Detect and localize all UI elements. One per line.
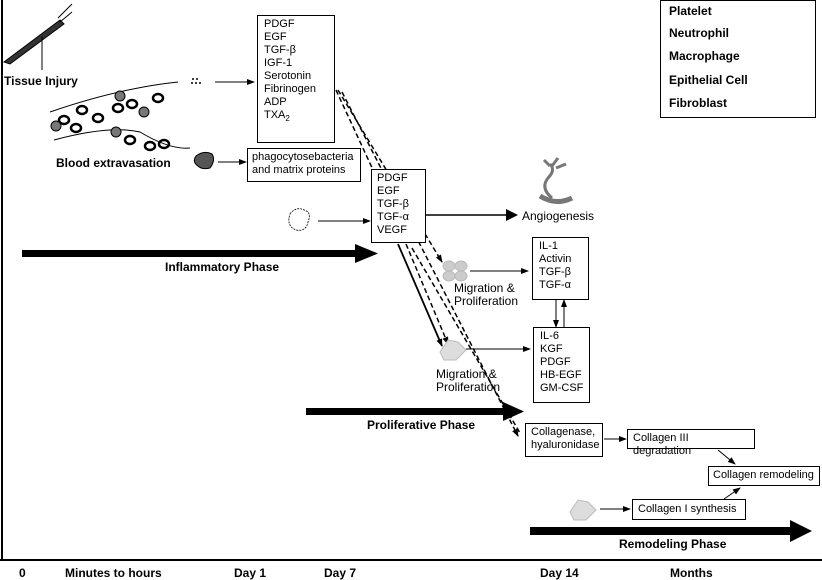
legend-item-macrophage: Macrophage bbox=[669, 49, 740, 63]
tissue-injury-label: Tissue Injury bbox=[4, 74, 78, 88]
legend-item-epithelial-cell: Epithelial Cell bbox=[669, 73, 748, 87]
dashed-platelet-to-collagenase bbox=[341, 91, 519, 437]
legend-item-fibroblast: Fibroblast bbox=[669, 96, 728, 110]
legend-item-platelet: Platelet bbox=[669, 4, 712, 18]
timeline-label-minutes: Minutes to hours bbox=[65, 566, 162, 580]
epithelial-migration-label: Migration & Proliferation bbox=[454, 282, 518, 308]
factor: TXA bbox=[264, 109, 286, 121]
factor: Fibrinogen bbox=[264, 83, 316, 95]
factor: PDGF bbox=[264, 18, 295, 30]
factor: HB-EGF bbox=[540, 369, 582, 381]
dashed-macrophage-to-collagenase bbox=[411, 247, 521, 434]
factor: TGF-β bbox=[264, 44, 296, 56]
neutrophil-icon bbox=[193, 151, 215, 170]
factor: EGF bbox=[377, 185, 400, 197]
factor: TGF-β bbox=[377, 198, 409, 210]
action-line: phagocytosebacteria bbox=[252, 151, 354, 163]
factor: ADP bbox=[264, 96, 287, 108]
collagen-remodeling-box: Collagen remodeling bbox=[708, 466, 820, 486]
remodeling-phase-label: Remodeling Phase bbox=[619, 537, 727, 551]
fibroblast-factors-box: IL-6 KGF PDGF HB-EGF GM-CSF bbox=[533, 327, 590, 403]
proliferative-phase-label: Proliferative Phase bbox=[367, 418, 476, 432]
proliferation-line: Proliferation bbox=[454, 294, 519, 308]
timeline-label-months: Months bbox=[670, 566, 713, 580]
angiogenesis-label: Angiogenesis bbox=[522, 209, 595, 223]
epithelial-cell-icon bbox=[442, 260, 468, 282]
action-line: and matrix proteins bbox=[252, 164, 346, 176]
blood-vessel-icon bbox=[49, 81, 191, 152]
factor-txa2: TXA2 bbox=[264, 109, 328, 125]
epithelial-factors-box: IL-1 Activin TGF-β TGF-α bbox=[532, 237, 589, 300]
factor: IGF-1 bbox=[264, 57, 293, 69]
inflammatory-phase-arrow bbox=[22, 244, 378, 263]
factor: TGF-α bbox=[377, 211, 410, 223]
solid-macrophage-to-fibroblast bbox=[397, 243, 443, 347]
factor: Activin bbox=[539, 253, 572, 265]
collagenase-box: Collagenase, hyaluronidase bbox=[525, 423, 603, 457]
timeline-label-day14: Day 14 bbox=[540, 566, 579, 580]
proliferation-line: Proliferation bbox=[436, 380, 501, 394]
fibroblast-icon bbox=[439, 339, 467, 361]
neutrophil-action-box: phagocytosebacteria and matrix proteins bbox=[247, 148, 361, 182]
blood-extravasation-label: Blood extravasation bbox=[56, 156, 171, 170]
platelet-factors-box: PDGF EGF TGF-β IGF-1 Serotonin Fibrinoge… bbox=[257, 15, 335, 143]
collagenase-line: hyaluronidase bbox=[531, 439, 600, 451]
factor: TGF-β bbox=[539, 266, 571, 278]
factor: KGF bbox=[540, 343, 563, 355]
fibroblast-migration-label: Migration & Proliferation bbox=[436, 368, 500, 394]
macrophage-factors-box: PDGF EGF TGF-β TGF-α VEGF bbox=[371, 169, 426, 243]
factor: TGF-α bbox=[539, 279, 572, 291]
macrophage-icon bbox=[288, 208, 310, 231]
timeline-label-day7: Day 7 bbox=[324, 566, 357, 580]
fibroblast-icon bbox=[569, 499, 597, 521]
factor: IL-1 bbox=[539, 240, 558, 252]
collagen-iii-box: Collagen III degradation bbox=[627, 429, 755, 457]
migration-line: Migration & bbox=[436, 367, 497, 381]
factor: EGF bbox=[264, 31, 287, 43]
arrow-collagen-iii-to-remodeling bbox=[717, 449, 736, 465]
remodeling-phase-arrow bbox=[530, 520, 812, 542]
factor: PDGF bbox=[377, 172, 408, 184]
arrow-collagen-i-to-remodeling bbox=[723, 487, 741, 500]
factor: PDGF bbox=[540, 356, 571, 368]
factor: IL-6 bbox=[540, 330, 559, 342]
timeline-label-day1: Day 1 bbox=[234, 566, 267, 580]
legend: Platelet Neutrophil Macrophage Epithelia… bbox=[660, 0, 816, 118]
angiogenesis-icon bbox=[538, 157, 574, 204]
collagenase-line: Collagenase, bbox=[531, 426, 596, 438]
subscript: 2 bbox=[285, 114, 290, 124]
migration-line: Migration & bbox=[454, 281, 515, 295]
factor: Serotonin bbox=[264, 70, 312, 82]
dashed-macrophage-to-fibroblast bbox=[405, 243, 449, 345]
factor: VEGF bbox=[377, 224, 407, 236]
collagen-i-box: Collagen I synthesis bbox=[632, 499, 746, 520]
timeline-label-0: 0 bbox=[19, 566, 26, 580]
scalpel-icon bbox=[2, 3, 73, 70]
factor: GM-CSF bbox=[540, 382, 584, 394]
platelet-icon bbox=[191, 78, 201, 84]
dashed-platelet-to-macrophage bbox=[335, 89, 375, 173]
inflammatory-phase-label: Inflammatory Phase bbox=[165, 260, 280, 274]
legend-item-neutrophil: Neutrophil bbox=[669, 26, 729, 40]
